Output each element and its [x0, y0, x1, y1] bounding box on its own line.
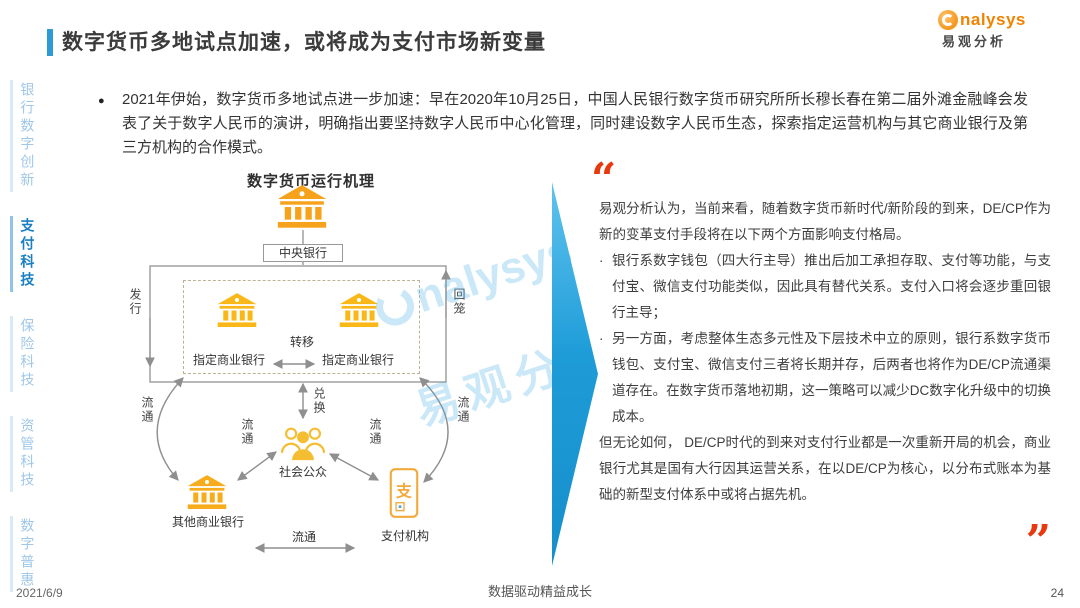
intro-paragraph: ● 2021年伊始，数字货币多地试点进一步加速：早在2020年10月25日，中国… — [96, 88, 1028, 160]
bullet-marker: · — [599, 253, 604, 268]
transfer-label: 转移 — [289, 335, 314, 349]
insight-panel: “ 易观分析认为，当前来看，随着数字货币新时代/新阶段的到来，DE/CP作为新的… — [591, 158, 1051, 568]
diagram-arrows — [145, 230, 451, 553]
logo-cn-text: 易观分析 — [942, 34, 1007, 49]
designated-bank-left-label: 指定商业银行 — [192, 353, 265, 367]
bullet-dot-icon: ● — [98, 95, 105, 107]
payment-phone-icon: 支 — [389, 466, 419, 525]
insight-bullet-2-text: 另一方面，考虑整体生态多元性及下层技术中立的原则，银行系数字货币钱包、支付宝、微… — [612, 331, 1051, 424]
designated-bank-right-icon — [337, 292, 381, 334]
insight-conclusion: 但无论如何， DE/CP时代的到来对支付行业都是一次重新开局的机会，商业银行尤其… — [599, 435, 1051, 502]
public-people-icon — [279, 420, 327, 467]
payment-org-label: 支付机构 — [380, 529, 429, 543]
svg-text:支: 支 — [395, 482, 412, 501]
central-bank-icon — [274, 184, 330, 235]
insight-bullet-1-text: 银行系数字钱包（四大行主导）推出后加工承担存取、支付等功能，与支付宝、微信支付功… — [612, 253, 1051, 320]
sidebar-item-payment-tech[interactable]: 支付科技 — [10, 216, 38, 292]
sidebar-item-digital-inclusion[interactable]: 数字普惠 — [10, 516, 38, 592]
brand-logo: nalysys 易观分析 — [938, 10, 1070, 50]
diagram-title: 数字货币运行机理 — [246, 173, 375, 190]
page-title: 数字货币多地试点加速，或将成为支付市场新变量 — [62, 31, 546, 54]
dcep-operation-diagram: 数字货币运行机理 — [88, 168, 558, 568]
central-bank-label: 中央银行 — [263, 244, 343, 262]
designated-bank-left-icon — [215, 292, 259, 334]
sidebar-item-bank-digital-innovation[interactable]: 银行数字创新 — [10, 80, 38, 192]
circulate-label-right-curve: 流通 — [456, 396, 470, 424]
bullet-marker: · — [599, 331, 604, 346]
other-bank-label: 其他商业银行 — [171, 515, 244, 529]
title-accent-bar — [47, 29, 53, 56]
issue-label: 发行 — [128, 288, 142, 316]
designated-bank-right-label: 指定商业银行 — [321, 353, 394, 367]
circulate-label-right-diag: 流通 — [368, 418, 382, 446]
logo-brand-text: nalysys — [960, 10, 1026, 29]
circulate-label-left-curve: 流通 — [140, 396, 154, 424]
recall-label: 回笼 — [452, 288, 466, 316]
circulate-label-bottom: 流通 — [291, 530, 316, 544]
sidebar-item-insurance-tech[interactable]: 保险科技 — [10, 316, 38, 392]
other-bank-icon — [185, 474, 229, 516]
insight-bullet-1: · 银行系数字钱包（四大行主导）推出后加工承担存取、支付等功能，与支付宝、微信支… — [599, 248, 1051, 326]
public-label: 社会公众 — [278, 465, 327, 479]
footer-date: 2021/6/9 — [16, 586, 63, 600]
analysys-logo-icon — [938, 10, 958, 30]
insight-intro: 易观分析认为，当前来看，随着数字货币新时代/新阶段的到来，DE/CP作为新的变革… — [599, 201, 1051, 242]
open-quote-icon: “ — [591, 154, 617, 205]
footer-slogan: 数据驱动精益成长 — [487, 584, 592, 599]
intro-text: 2021年伊始，数字货币多地试点进一步加速：早在2020年10月25日，中国人民… — [122, 91, 1028, 156]
designated-banks-dashed-box — [183, 280, 420, 374]
sidebar-item-asset-mgmt-tech[interactable]: 资管科技 — [10, 416, 38, 492]
blue-arrow-divider — [552, 182, 598, 566]
sidebar: 银行数字创新 支付科技 保险科技 资管科技 数字普惠 — [10, 80, 38, 592]
close-quote-icon: ” — [1025, 516, 1051, 567]
exchange-label: 兑换 — [312, 387, 326, 415]
footer-page-number: 24 — [1050, 586, 1064, 600]
circulate-label-left-diag: 流通 — [240, 418, 254, 446]
insight-bullet-2: · 另一方面，考虑整体生态多元性及下层技术中立的原则，银行系数字货币钱包、支付宝… — [599, 326, 1051, 430]
